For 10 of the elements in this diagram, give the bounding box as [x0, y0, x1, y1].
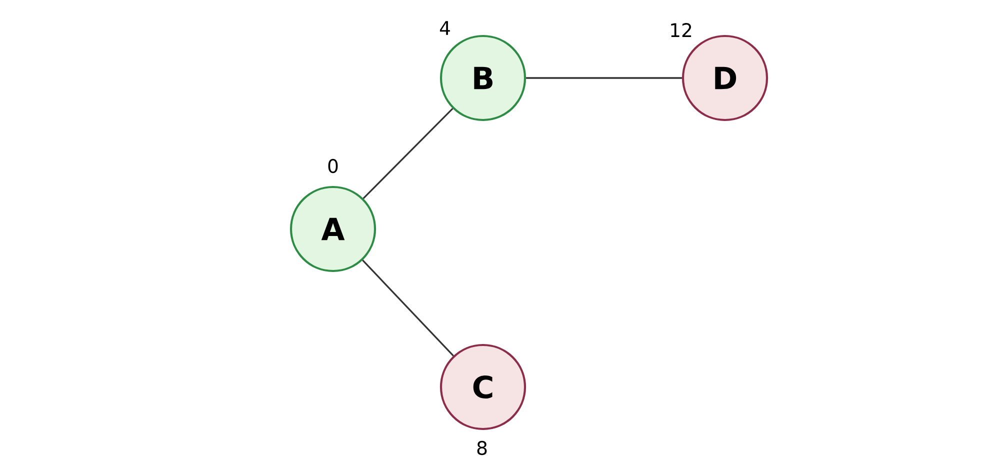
distance-label: 4	[440, 21, 450, 35]
distance-label: 12	[671, 23, 692, 37]
edge-line	[526, 77, 682, 79]
edge-line	[362, 260, 454, 356]
circle-node: B	[440, 34, 526, 122]
circle-node: C	[440, 344, 526, 430]
distance-label: 0	[328, 158, 338, 174]
edge-line	[362, 108, 454, 200]
distance-label: 8	[477, 440, 487, 456]
circle-node: A	[290, 186, 376, 272]
